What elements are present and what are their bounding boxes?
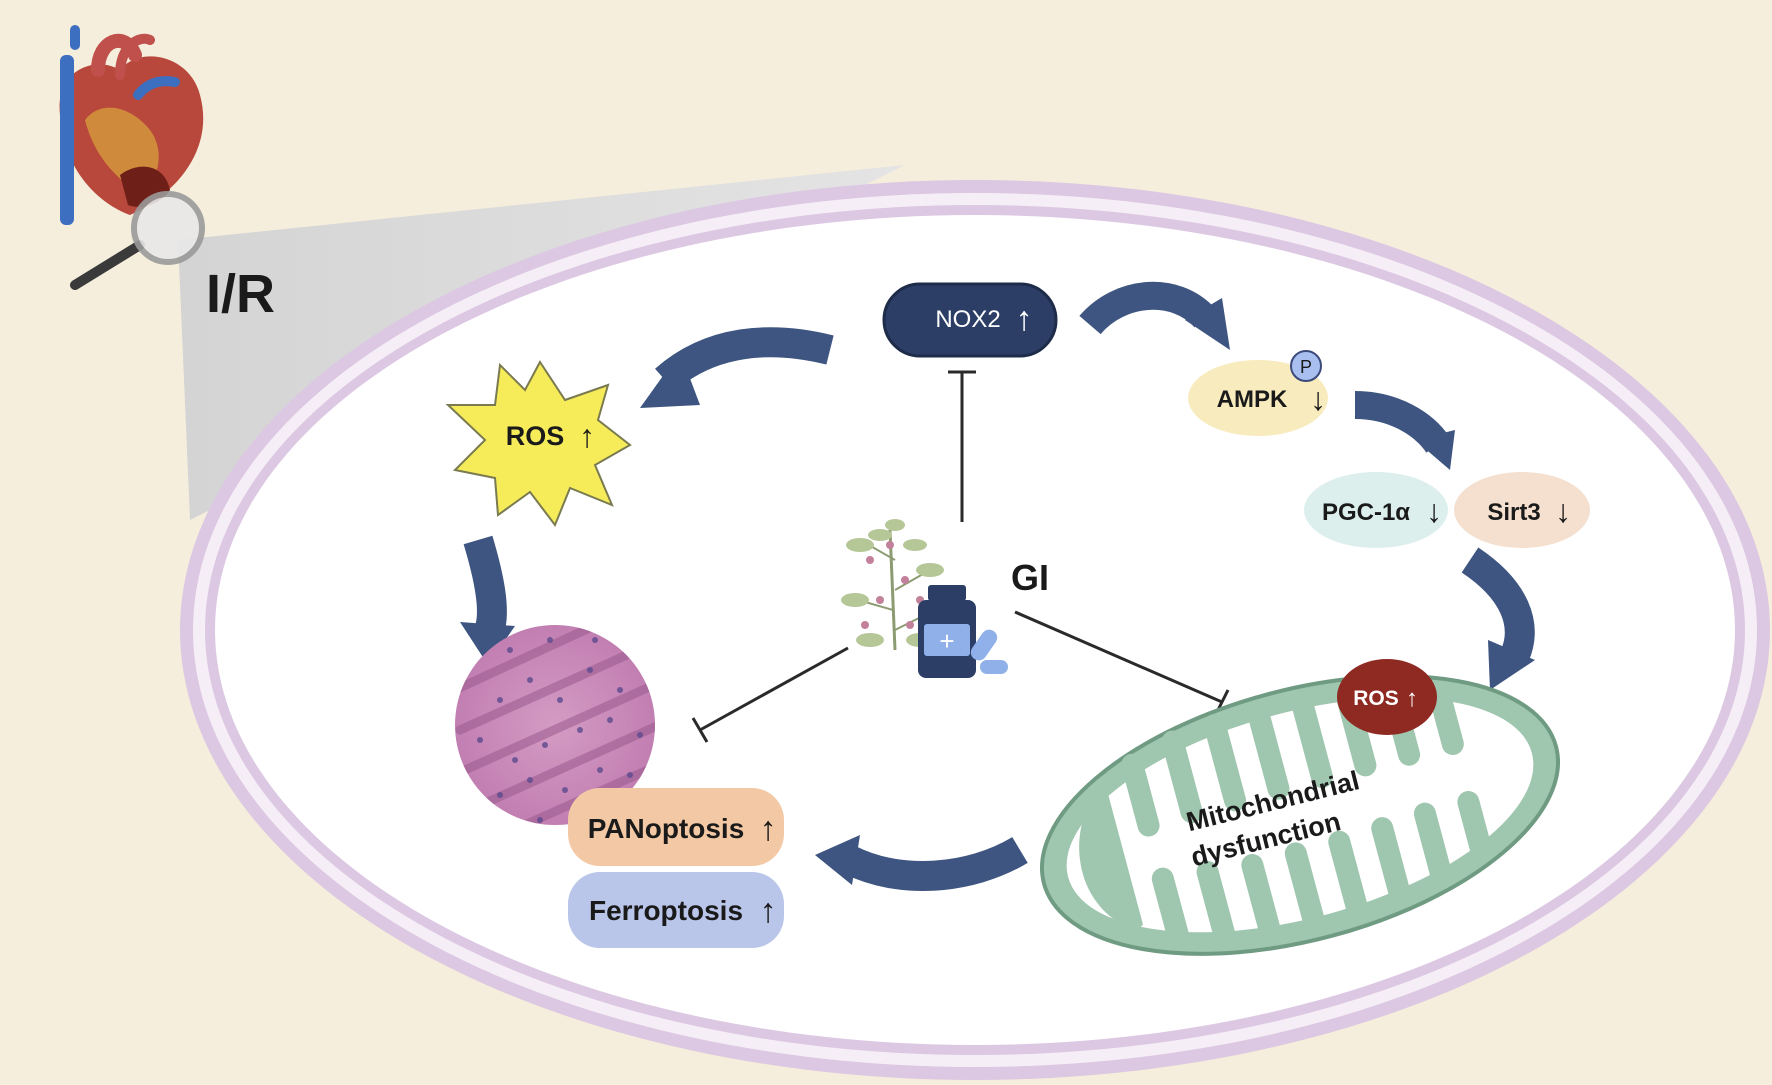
svg-text:+: +	[939, 626, 954, 656]
nox2-label: NOX2	[935, 306, 1000, 333]
inhibition-gi-to-tissue	[691, 646, 849, 743]
ampk-down-arrow: ↓	[1310, 381, 1326, 417]
condition-label: I/R	[206, 264, 275, 324]
phospho-badge	[1290, 350, 1322, 382]
panoptosis-up-arrow: ↑	[760, 810, 777, 848]
ampk-label: AMPK	[1217, 386, 1288, 413]
medicine-bottle-icon: +	[918, 585, 976, 678]
ros-main-up-arrow: ↑	[579, 418, 595, 454]
pill-capsule-icon	[970, 629, 1008, 674]
panoptosis-label: PANoptosis	[588, 813, 745, 844]
inhibition-gi-to-nox2	[948, 370, 976, 522]
ferroptosis-node: Ferroptosis ↑	[568, 872, 784, 948]
pgc1a-label: PGC-1α	[1322, 499, 1410, 526]
ros-main-label: ROS	[506, 421, 565, 451]
gi-label: GI	[1011, 557, 1049, 598]
ferroptosis-label: Ferroptosis	[589, 895, 743, 926]
arrow-mito-to-death	[815, 835, 1028, 891]
magnifier-icon	[70, 191, 205, 290]
pgc1a-node: PGC-1α ↓	[1304, 472, 1448, 548]
arrow-sirt3-to-mito	[1461, 547, 1535, 690]
sirt3-down-arrow: ↓	[1555, 493, 1571, 529]
arrow-nox2-to-ros	[640, 327, 834, 408]
phospho-badge-label: P	[1300, 357, 1312, 377]
arrow-nox2-to-ampk	[1079, 281, 1230, 350]
sirt3-node: Sirt3 ↓	[1454, 472, 1590, 548]
ros-mito-up-arrow: ↑	[1406, 685, 1418, 712]
ros-mito-node: ROS ↑	[1337, 659, 1437, 735]
pgc1a-down-arrow: ↓	[1426, 493, 1442, 529]
mitochondrion-icon: Mitochondrial dysfunction	[1039, 674, 1561, 956]
ros-mito-label: ROS	[1353, 687, 1399, 710]
panoptosis-node: PANoptosis ↑	[568, 788, 784, 866]
arrow-ros-to-tissue	[460, 535, 515, 665]
ferroptosis-up-arrow: ↑	[760, 892, 777, 930]
sirt3-label: Sirt3	[1487, 499, 1540, 526]
ros-burst: ROS ↑	[445, 360, 632, 528]
nox2-node: NOX2 ↑	[882, 282, 1058, 358]
ampk-node: AMPK ↓ P	[1188, 350, 1328, 436]
nox2-up-arrow: ↑	[1016, 300, 1033, 338]
arrow-ampk-to-pgc1a	[1354, 391, 1455, 470]
